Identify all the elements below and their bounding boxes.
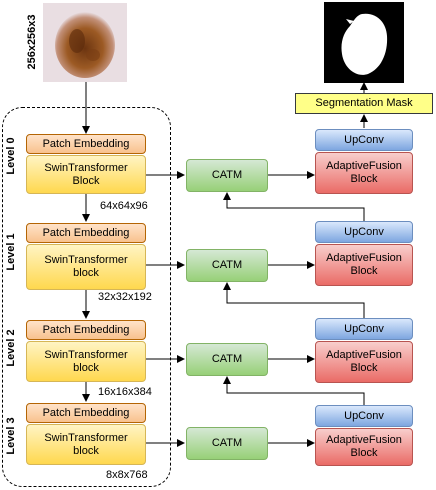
output-mask-image — [324, 2, 404, 83]
encoder-container — [2, 107, 171, 487]
patch-embedding-level-1: Patch Embedding — [26, 223, 146, 243]
segmentation-mask-box: Segmentation Mask — [295, 93, 433, 114]
swin-label-line2: block — [73, 444, 99, 457]
arrow-upconv1-to-catm0 — [223, 192, 365, 221]
adaptive-fusion-level-2: AdaptiveFusion Block — [315, 341, 413, 383]
level-1-label: Level 1 — [5, 233, 17, 271]
patch-embedding-label: Patch Embedding — [42, 406, 130, 419]
catm-label: CATM — [211, 437, 243, 449]
swin-label-line2: block — [73, 361, 99, 374]
fusion-label-line1: AdaptiveFusion — [326, 434, 402, 446]
fusion-label-line2: Block — [350, 265, 378, 277]
dims-level-2: 16x16x384 — [98, 386, 152, 398]
fusion-label-line1: AdaptiveFusion — [326, 349, 402, 361]
upconv-label: UpConv — [344, 225, 384, 238]
swin-block-level-2: SwinTransformer block — [26, 341, 146, 382]
catm-label: CATM — [211, 169, 243, 181]
swin-label-line1: SwinTransformer — [44, 348, 128, 361]
swin-block-level-1: SwinTransformer block — [26, 244, 146, 290]
patch-embedding-label: Patch Embedding — [42, 226, 130, 239]
fusion-label-line2: Block — [350, 447, 378, 459]
adaptive-fusion-level-3: AdaptiveFusion Block — [315, 428, 413, 466]
patch-embedding-level-0: Patch Embedding — [26, 134, 146, 154]
patch-embedding-level-3: Patch Embedding — [26, 403, 146, 423]
arrow-upconv3-to-catm2 — [223, 376, 365, 405]
swin-block-level-0: SwinTransformer Block — [26, 155, 146, 194]
upconv-level-2: UpConv — [315, 318, 413, 340]
swin-block-level-3: SwinTransformer block — [26, 424, 146, 465]
catm-label: CATM — [211, 353, 243, 365]
adaptive-fusion-level-1: AdaptiveFusion Block — [315, 244, 413, 286]
catm-level-2: CATM — [186, 343, 268, 376]
swin-label-line1: SwinTransformer — [44, 431, 128, 444]
segmentation-mask-label: Segmentation Mask — [315, 97, 413, 109]
patch-embedding-label: Patch Embedding — [42, 323, 130, 336]
dims-level-3: 8x8x768 — [106, 469, 148, 481]
upconv-level-1: UpConv — [315, 221, 413, 243]
level-2-label: Level 2 — [5, 329, 17, 367]
upconv-level-3: UpConv — [315, 405, 413, 427]
input-size-label: 256x256x3 — [26, 14, 38, 70]
catm-label: CATM — [211, 259, 243, 271]
adaptive-fusion-level-0: AdaptiveFusion Block — [315, 152, 413, 194]
swin-label-line2: Block — [72, 174, 100, 187]
patch-embedding-level-2: Patch Embedding — [26, 320, 146, 340]
swin-label-line1: SwinTransformer — [44, 161, 128, 174]
arrow-upconv2-to-catm1 — [223, 282, 365, 318]
fusion-label-line1: AdaptiveFusion — [326, 160, 402, 172]
catm-level-1: CATM — [186, 249, 268, 282]
fusion-label-line2: Block — [350, 173, 378, 185]
mask-picture — [341, 13, 388, 75]
dims-level-1: 32x32x192 — [98, 291, 152, 303]
fusion-label-line1: AdaptiveFusion — [326, 252, 402, 264]
upconv-label: UpConv — [344, 133, 384, 146]
swin-label-line2: block — [73, 267, 99, 279]
patch-embedding-label: Patch Embedding — [42, 137, 130, 150]
swin-label-line1: SwinTransformer — [44, 254, 128, 266]
catm-level-0: CATM — [186, 159, 268, 192]
lesion-picture — [43, 3, 127, 82]
level-0-label: Level 0 — [5, 137, 17, 175]
fusion-label-line2: Block — [350, 362, 378, 374]
level-3-label: Level 3 — [5, 417, 17, 455]
upconv-label: UpConv — [344, 322, 384, 335]
catm-level-3: CATM — [186, 427, 268, 460]
input-lesion-image — [43, 3, 127, 82]
dims-level-0: 64x64x96 — [100, 200, 148, 212]
upconv-level-0: UpConv — [315, 129, 413, 151]
upconv-label: UpConv — [344, 409, 384, 422]
